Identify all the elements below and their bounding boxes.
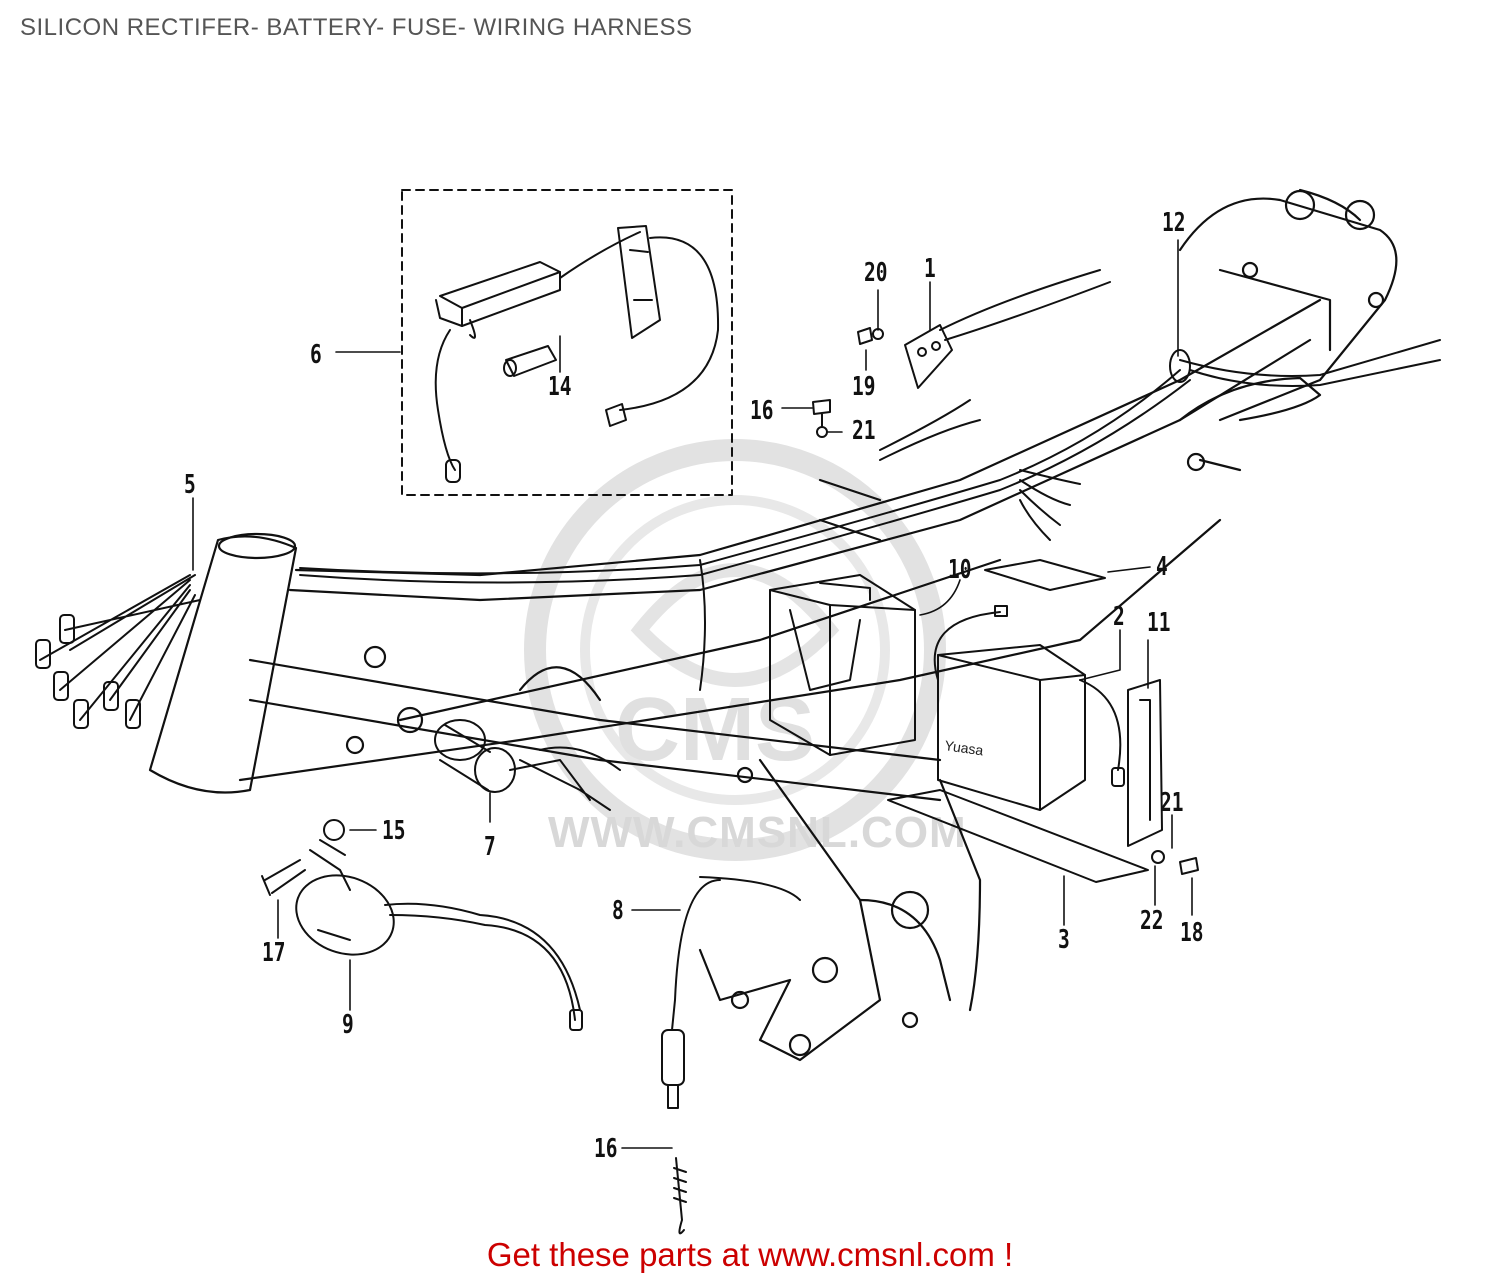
callout-6: 6	[310, 340, 322, 370]
fuse-holder	[434, 231, 641, 483]
callout-2: 2	[1113, 602, 1125, 632]
callout-12: 12	[1162, 208, 1186, 238]
callout-1: 1	[924, 254, 936, 284]
callout-21-top: 21	[852, 416, 876, 446]
callout-8: 8	[612, 896, 624, 926]
callout-15: 15	[382, 816, 406, 846]
fuse	[503, 345, 557, 377]
callout-19: 19	[852, 372, 876, 402]
frame	[148, 188, 1398, 1062]
fuse-inset-box	[401, 189, 733, 496]
callout-16-bottom: 16	[594, 1134, 618, 1164]
callout-3: 3	[1058, 925, 1070, 955]
callout-7: 7	[484, 832, 496, 862]
horn-bolt-15	[323, 819, 345, 841]
horn	[295, 839, 583, 1031]
stoplight-switch	[661, 876, 801, 1109]
washer-22	[1151, 850, 1165, 864]
watermark-url: WWW.CMSNL.COM	[548, 808, 967, 857]
horn-bolt-17	[261, 859, 306, 896]
battery-brand-label: Yuasa	[944, 737, 985, 758]
battery	[933, 605, 1125, 811]
callout-4: 4	[1156, 552, 1168, 582]
callout-11: 11	[1147, 608, 1171, 638]
callout-17: 17	[262, 938, 286, 968]
bolt-16	[812, 399, 831, 427]
bolt-18	[1179, 857, 1199, 875]
battery-strap	[1127, 679, 1163, 847]
silicon-rectifier	[904, 269, 1111, 389]
washer-21	[816, 426, 828, 438]
fuse-cap	[605, 225, 720, 427]
wiring-harness	[299, 339, 1441, 691]
callout-10: 10	[948, 555, 972, 585]
callout-20: 20	[864, 258, 888, 288]
callout-16-top: 16	[750, 396, 774, 426]
main-switch	[434, 719, 621, 811]
callout-18: 18	[1180, 918, 1204, 948]
spring	[673, 1157, 687, 1235]
footer-link[interactable]: Get these parts at www.cmsnl.com !	[486, 1236, 1014, 1273]
battery-case	[769, 574, 916, 756]
headlight-connectors	[35, 574, 201, 729]
callout-22: 22	[1140, 906, 1164, 936]
callout-9: 9	[342, 1010, 354, 1040]
callout-14: 14	[548, 372, 572, 402]
nut-19	[857, 327, 873, 345]
battery-band	[887, 789, 1149, 883]
svg-text:CMS: CMS	[615, 680, 815, 780]
battery-pad	[984, 559, 1106, 591]
page-title: SILICON RECTIFER- BATTERY- FUSE- WIRING …	[20, 14, 693, 41]
callout-5: 5	[184, 470, 196, 500]
callout-21-right: 21	[1160, 788, 1184, 818]
leader-lines	[192, 239, 1193, 1149]
